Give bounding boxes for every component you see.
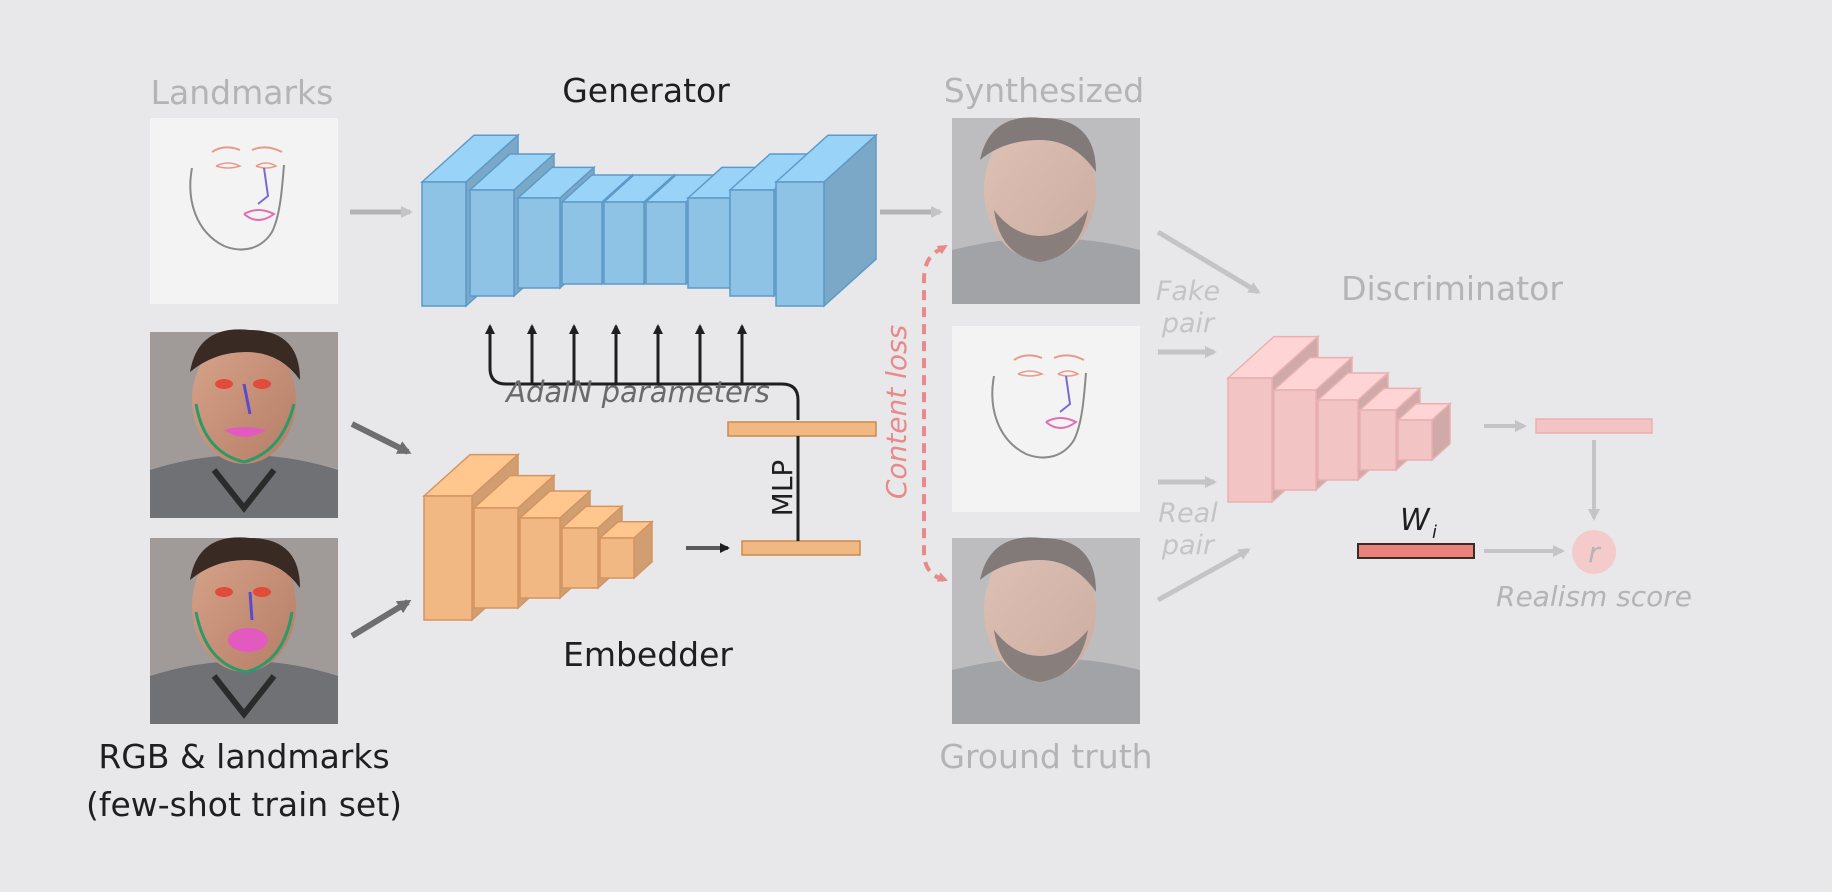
arrow-synth-to-disc: [1156, 229, 1261, 295]
ground-truth-image: [952, 537, 1140, 724]
embedder-network: [422, 452, 654, 622]
generator-block: [774, 133, 878, 308]
generator-label: Generator: [562, 71, 730, 110]
real-pair-label-2: pair: [1161, 530, 1216, 561]
mlp-label: MLP: [766, 460, 799, 517]
content-loss-label: Content loss: [880, 325, 913, 499]
r-node: [1572, 530, 1616, 574]
arrow-photo1-to-embedder: [350, 421, 412, 455]
embedder-block: [598, 520, 654, 580]
wi-bar: [1357, 543, 1475, 559]
synthesized-label: Synthesized: [944, 71, 1144, 110]
discriminator-label: Discriminator: [1341, 269, 1563, 308]
discriminator-block: [1396, 402, 1452, 462]
disc-output-bar: [1535, 418, 1653, 434]
embedder-label: Embedder: [563, 635, 733, 674]
landmarks-label: Landmarks: [151, 73, 334, 112]
adain-arrows: [485, 324, 800, 420]
content-loss-bracket: [922, 246, 945, 582]
arrow-gt-to-disc: [1156, 547, 1251, 603]
real-pair-label-1: Real: [1158, 498, 1218, 529]
landmarks-image: [150, 118, 338, 304]
rgb-label-line2: (few-shot train set): [86, 785, 402, 824]
realism-score-label: Realism score: [1496, 580, 1692, 613]
fake-pair-label-1: Fake: [1156, 276, 1220, 307]
middle-landmarks-image: [952, 326, 1140, 512]
generator-network: [420, 133, 878, 308]
train-photo-2: [150, 537, 338, 724]
wi-symbol: W: [1400, 503, 1431, 538]
rgb-label-line1: RGB & landmarks: [98, 737, 389, 776]
mlp-block: [727, 421, 877, 556]
adain-label: AdaIN parameters: [504, 375, 770, 409]
synthesized-image: [952, 117, 1140, 304]
discriminator-network: [1226, 334, 1452, 504]
fake-pair-label-2: pair: [1161, 308, 1216, 339]
arrow-photo2-to-embedder: [350, 599, 412, 639]
r-symbol: r: [1588, 536, 1601, 569]
ground-truth-label: Ground truth: [939, 737, 1152, 776]
train-photo-1: [150, 329, 338, 518]
wi-subscript: i: [1432, 522, 1437, 543]
